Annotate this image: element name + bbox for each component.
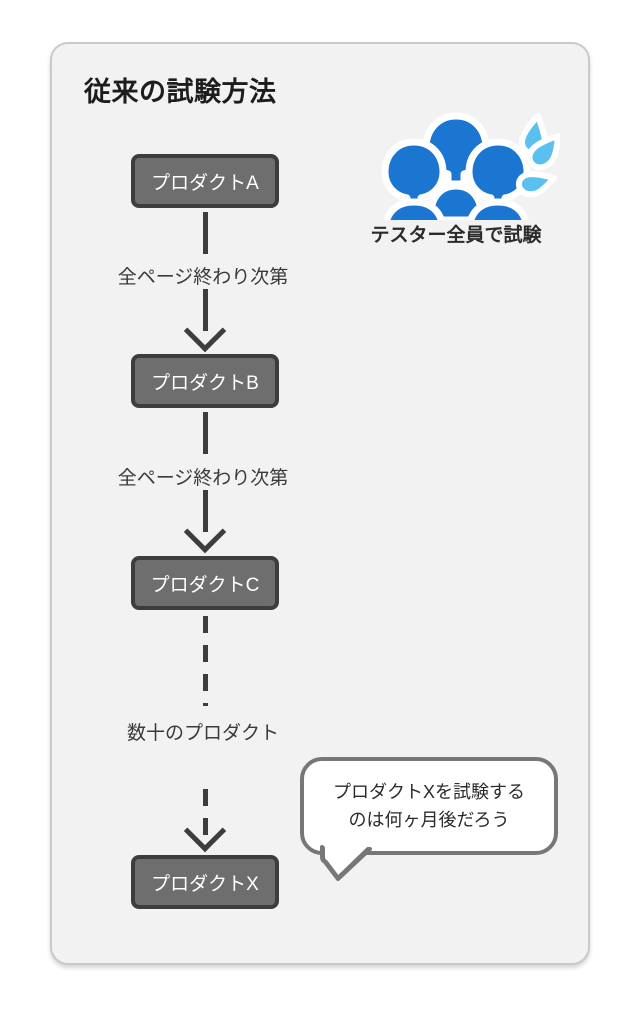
edge-label-1: 全ページ終わり次第 bbox=[117, 267, 289, 288]
edge-label-3: 数十のプロダクト bbox=[126, 723, 279, 744]
speech-bubble: プロダクトXを試験する のは何ヶ月後だろう bbox=[300, 757, 558, 881]
diagram-card: 従来の試験方法 テスター全員 bbox=[50, 42, 590, 965]
connector-dashed-top bbox=[203, 616, 208, 706]
testers-caption: テスター全員で試験 bbox=[370, 225, 542, 246]
three-people-sweating-icon bbox=[381, 112, 560, 220]
page-title: 従来の試験方法 bbox=[84, 77, 277, 107]
arrow-down-2 bbox=[183, 490, 227, 554]
flow-node-product-b[interactable]: プロダクトB bbox=[131, 354, 279, 408]
arrow-shaft bbox=[203, 490, 208, 532]
sweat-drops-icon bbox=[515, 113, 560, 198]
arrow-head bbox=[183, 309, 227, 353]
arrow-head bbox=[183, 510, 227, 554]
arrow-shaft bbox=[203, 289, 208, 331]
flow-node-product-a[interactable]: プロダクトA bbox=[131, 154, 279, 208]
connector-dashed-bottom bbox=[203, 789, 208, 844]
speech-bubble-tail bbox=[320, 845, 372, 881]
arrow-head bbox=[183, 809, 227, 853]
arrow-down-1 bbox=[183, 289, 227, 353]
speech-bubble-line-2: のは何ヶ月後だろう bbox=[348, 810, 510, 830]
arrow-down-3 bbox=[183, 789, 227, 853]
testers-group: テスター全員で試験 bbox=[352, 112, 560, 252]
flow-node-label: プロダクトA bbox=[151, 172, 259, 194]
connector-stem-a bbox=[203, 212, 208, 254]
flow-node-label: プロダクトX bbox=[151, 873, 259, 895]
speech-bubble-body: プロダクトXを試験する のは何ヶ月後だろう bbox=[300, 757, 558, 855]
flow-node-label: プロダクトB bbox=[151, 372, 259, 394]
speech-bubble-line-1: プロダクトXを試験する bbox=[332, 781, 525, 802]
edge-label-2: 全ページ終わり次第 bbox=[117, 468, 289, 489]
flow-node-label: プロダクトC bbox=[150, 574, 260, 596]
flow-node-product-x[interactable]: プロダクトX bbox=[131, 855, 279, 909]
flow-node-product-c[interactable]: プロダクトC bbox=[131, 556, 279, 610]
connector-stem-b bbox=[203, 412, 208, 454]
